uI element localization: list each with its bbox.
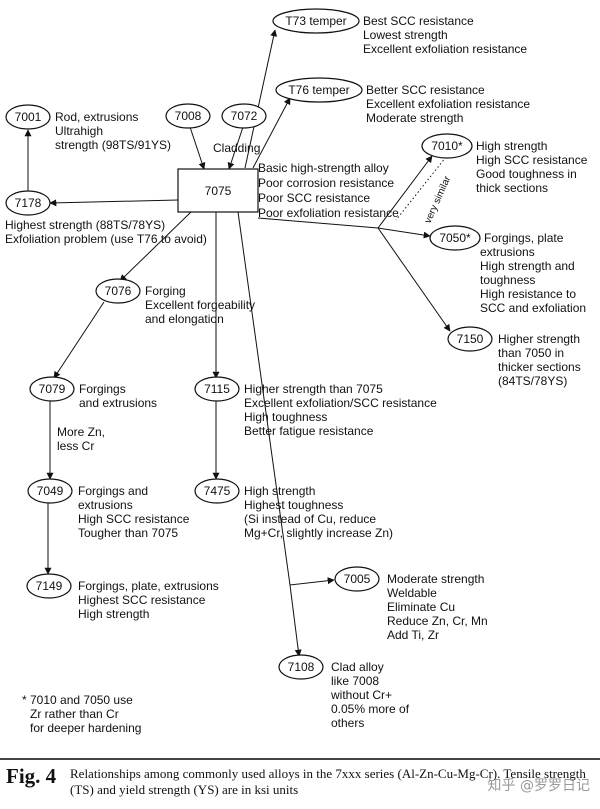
very-similar-label: very similar [423,174,454,225]
node-7050-label: 7050* [439,231,471,245]
node-7075-label: 7075 [205,184,232,198]
edge-7075-7150 [377,227,451,332]
desc-t73: Best SCC resistance Lowest strength Exce… [363,14,527,56]
edge-7075-7076 [119,211,192,282]
node-t73-ellipse [272,8,360,34]
node-7115-ellipse [194,376,240,402]
more-zn-label: More Zn, less Cr [57,425,108,453]
node-7076-ellipse [95,278,141,304]
node-7079-label: 7079 [39,382,66,396]
node-7005-ellipse [334,566,380,592]
node-7178-label: 7178 [15,196,42,210]
node-t76-label: T76 temper [288,83,349,97]
node-7076-label: 7076 [105,284,132,298]
edge-7075-7050 [377,227,431,239]
node-7475-ellipse [194,478,240,504]
desc-7050: Forgings, plate extrusions High strength… [480,231,586,315]
node-7150-ellipse [447,326,493,352]
caption-divider [0,758,600,760]
node-7001-label: 7001 [15,110,42,124]
node-7005-label: 7005 [344,572,371,586]
figure-label: Fig. 4 [6,764,57,788]
node-7050-ellipse [429,225,481,251]
node-7001-ellipse [5,104,51,130]
node-7010-label: 7010* [431,139,463,153]
node-7149-ellipse [26,573,72,599]
alloy-relationship-diagram: 7075 7001 7008 7072 7178 T73 temper T76 … [5,8,591,735]
node-7108-label: 7108 [288,660,315,674]
edge-7072-7075 [227,126,244,170]
node-7079-ellipse [29,376,75,402]
desc-7475: High strength Highest toughness (Si inst… [244,484,393,540]
edge-7005-7108 [289,584,302,657]
desc-7075: Basic high-strength alloy Poor corrosion… [258,161,399,220]
desc-7010: High strength High SCC resistance Good t… [476,139,591,195]
node-7178-ellipse [5,190,51,216]
edge-7075-7010 [377,155,433,229]
desc-7115: Higher strength than 7075 Excellent exfo… [244,382,440,438]
node-t73-label: T73 temper [285,14,346,28]
desc-7150: Higher strength than 7050 in thicker sec… [498,332,584,388]
node-7049-label: 7049 [37,484,64,498]
node-7072-label: 7072 [231,109,258,123]
desc-7108: Clad alloy like 7008 without Cr+ 0.05% m… [330,660,412,730]
node-7149-label: 7149 [36,579,63,593]
node-7115-label: 7115 [204,382,230,396]
desc-7149: Forgings, plate, extrusions Highest SCC … [78,579,222,621]
node-7049-ellipse [27,478,73,504]
desc-7049: Forgings and extrusions High SCC resista… [78,484,193,540]
figure-caption-text: Relationships among commonly used alloys… [70,766,586,797]
desc-7079: Forgings and extrusions [79,382,157,410]
edge-very-similar [395,156,447,221]
edge-7075-t73 [244,29,278,169]
desc-t76: Better SCC resistance Excellent exfoliat… [366,83,533,125]
desc-7005: Moderate strength Weldable Eliminate Cu … [387,572,491,642]
desc-7076: Forging Excellent forgeability and elong… [145,284,258,326]
edges [24,29,451,657]
node-7008-label: 7008 [175,109,202,123]
cladding-label: Cladding [213,141,260,155]
node-7075-box [177,168,259,213]
node-7008-ellipse [165,103,211,129]
node-7475-label: 7475 [204,484,231,498]
node-7010-ellipse [421,133,473,159]
node-7150-label: 7150 [457,332,484,346]
node-t76-ellipse [275,77,363,103]
footnote: * 7010 and 7050 use Zr rather than Cr fo… [22,693,141,735]
edge-7008-7075 [189,126,206,170]
edge-7075-split [257,217,379,229]
watermark: 知乎 @罗罗日记 [487,778,590,794]
desc-7178: Highest strength (88TS/78YS) Exfoliation… [5,218,207,246]
node-7072-ellipse [221,103,267,129]
edge-7075-t76 [252,97,291,169]
desc-7001: Rod, extrusions Ultrahigh strength (98TS… [55,110,171,152]
edge-7075-7178 [49,199,179,207]
node-7108-ellipse [278,654,324,680]
edge-7076-7079 [53,301,105,379]
